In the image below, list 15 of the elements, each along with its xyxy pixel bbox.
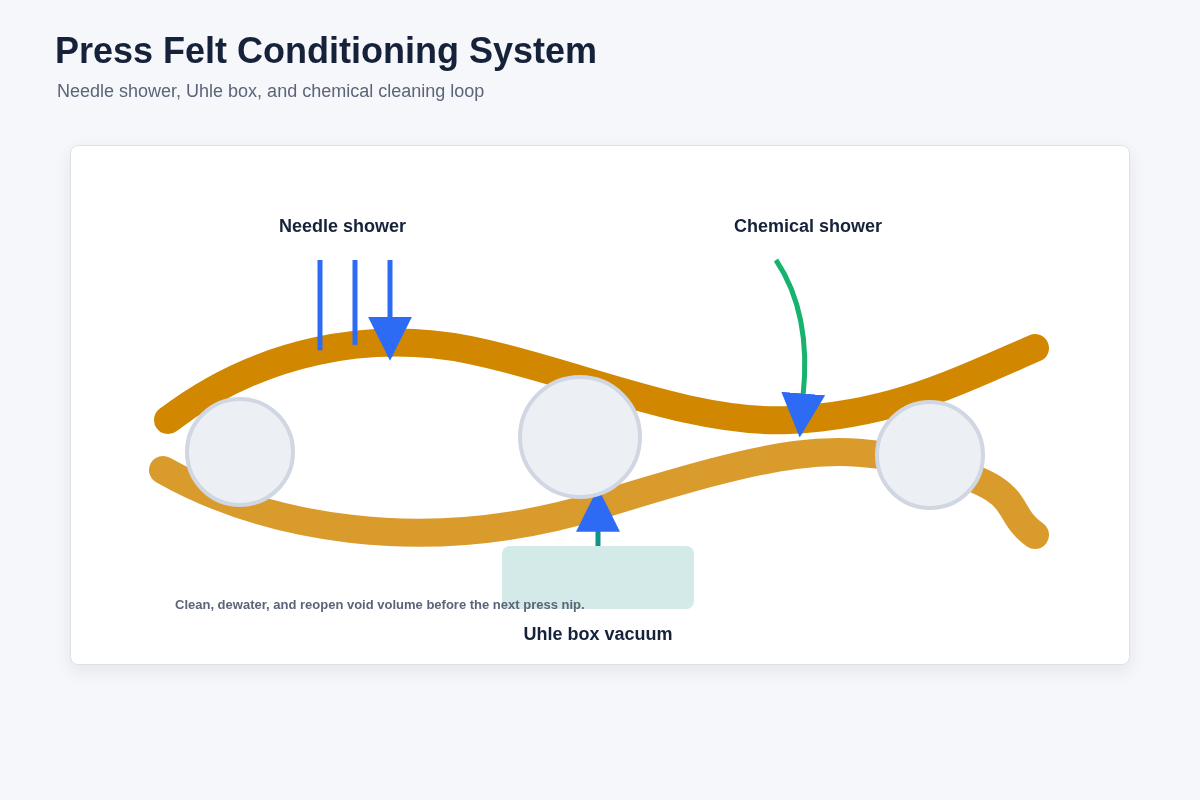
lower-felt-band bbox=[149, 438, 1049, 549]
felt-roll bbox=[518, 375, 642, 499]
chemical-shower-label: Chemical shower bbox=[715, 216, 901, 237]
needle-shower-label: Needle shower bbox=[250, 216, 435, 237]
arrow bbox=[773, 258, 826, 438]
spray-line bbox=[317, 260, 323, 351]
uhle-box-label: Uhle box vacuum bbox=[522, 624, 674, 645]
spray-line bbox=[352, 260, 358, 345]
felt-roll bbox=[185, 397, 295, 507]
title: Press Felt Conditioning System bbox=[55, 30, 598, 72]
felt-roll bbox=[875, 400, 985, 510]
note-text: Clean, dewater, and reopen void volume before the next press nip. bbox=[175, 597, 585, 612]
subtitle: Needle shower, Uhle box, and chemical cleaning loop bbox=[57, 81, 485, 102]
arrow bbox=[368, 260, 412, 361]
upper-felt-band bbox=[154, 328, 1049, 435]
